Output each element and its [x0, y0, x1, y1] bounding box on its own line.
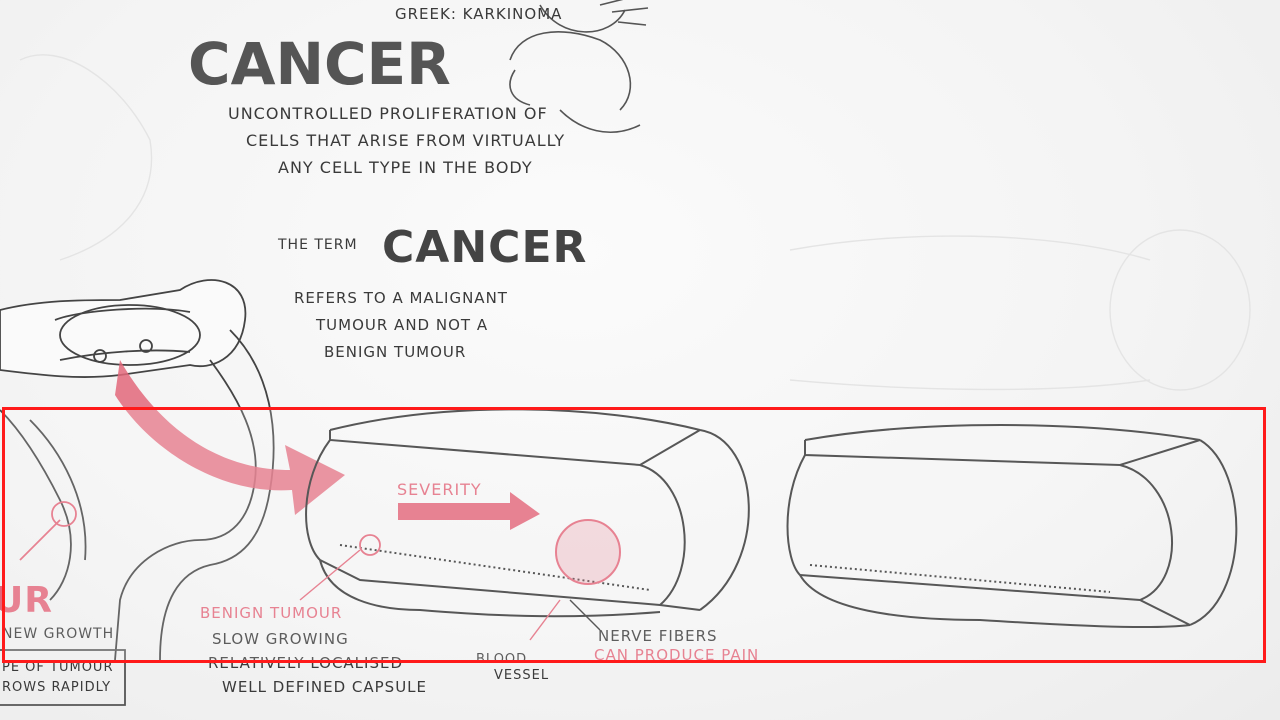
blood-vessel-line-1: BLOOD [476, 652, 528, 667]
severity-arrow-icon [398, 492, 540, 530]
left-type-line-2: ROWS RAPIDLY [2, 680, 112, 695]
left-new-growth: NEW GROWTH [2, 626, 115, 642]
benign-line-3: WELL DEFINED CAPSULE [222, 678, 428, 696]
greek-label: GREEK: KARKINOMA [395, 5, 562, 23]
term-word: CANCER [382, 222, 588, 273]
severity-label: SEVERITY [397, 480, 482, 499]
refers-line-3: BENIGN TUMOUR [324, 343, 467, 361]
benign-line-2: RELATIVELY LOCALISED [208, 654, 404, 672]
benign-tumour-title: BENIGN TUMOUR [200, 604, 343, 622]
can-produce-pain-label: CAN PRODUCE PAIN [594, 646, 760, 664]
page-title: CANCER [188, 30, 451, 98]
colon-tube-right [786, 424, 1238, 629]
highlight-box [2, 407, 1266, 663]
red-arrow [115, 360, 345, 515]
definition-line-2: CELLS THAT ARISE FROM VIRTUALLY [246, 131, 566, 150]
definition-line-1: UNCONTROLLED PROLIFERATION OF [228, 104, 548, 123]
blood-vessel-line-2: VESSEL [494, 668, 550, 683]
greek-label-text: GREEK: KARKINOMA [395, 5, 563, 23]
refers-line-2: TUMOUR AND NOT A [316, 316, 489, 334]
benign-line-1: SLOW GROWING [212, 630, 349, 648]
nerve-fibers-label: NERVE FIBERS [598, 627, 718, 645]
left-type-line-1: PE OF TUMOUR [2, 660, 114, 675]
definition-line-3: ANY CELL TYPE IN THE BODY [278, 158, 533, 177]
term-prefix: THE TERM [278, 237, 358, 253]
left-partial-red-label: UR [0, 580, 53, 621]
refers-line-1: REFERS TO A MALIGNANT [294, 289, 508, 307]
crab-sketch-icon [509, 0, 649, 133]
faint-sketch [19, 54, 1251, 391]
